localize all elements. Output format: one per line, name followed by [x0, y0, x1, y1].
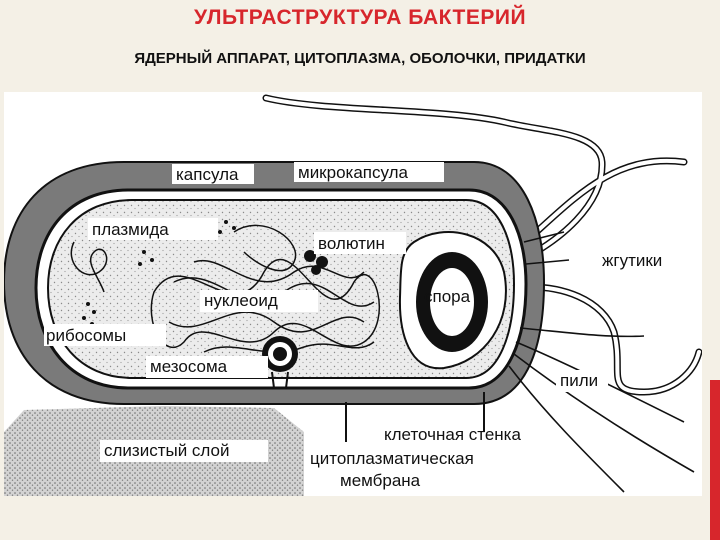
mesosome — [262, 336, 298, 389]
label-volutin: волютин — [318, 234, 385, 253]
ribosomes — [82, 220, 236, 326]
plasmid — [70, 241, 108, 293]
label-flagella: жгутики — [602, 251, 662, 270]
page-title: УЛЬТРАСТРУКТУРА БАКТЕРИЙ — [193, 6, 527, 29]
label-capsule: капсула — [176, 165, 239, 184]
label-plasmid: плазмида — [92, 220, 169, 239]
label-microcapsule: микрокапсула — [298, 163, 409, 182]
spore — [398, 231, 507, 370]
label-pili: пили — [560, 371, 598, 390]
label-nucleoid: нуклеоид — [204, 291, 278, 310]
label-ribosomes: рибосомы — [46, 326, 126, 345]
label-mesosome: мезосома — [150, 357, 228, 376]
volutin — [304, 250, 328, 275]
label-slime-layer: слизистый слой — [104, 441, 230, 460]
bacterium-diagram: капсула микрокапсула плазмида волютин жг… — [4, 92, 702, 496]
label-pointers — [345, 392, 485, 442]
label-cell-wall: клеточная стенка — [384, 425, 521, 444]
accent-bar — [710, 380, 720, 540]
label-cytoplasmic-membrane-line1: цитоплазматическая — [310, 449, 474, 468]
label-spore: спора — [424, 287, 471, 306]
label-cytoplasmic-membrane-line2: мембрана — [340, 471, 421, 490]
page-subtitle: ЯДЕРНЫЙ АППАРАТ, ЦИТОПЛАЗМА, ОБОЛОЧКИ, П… — [134, 50, 586, 67]
